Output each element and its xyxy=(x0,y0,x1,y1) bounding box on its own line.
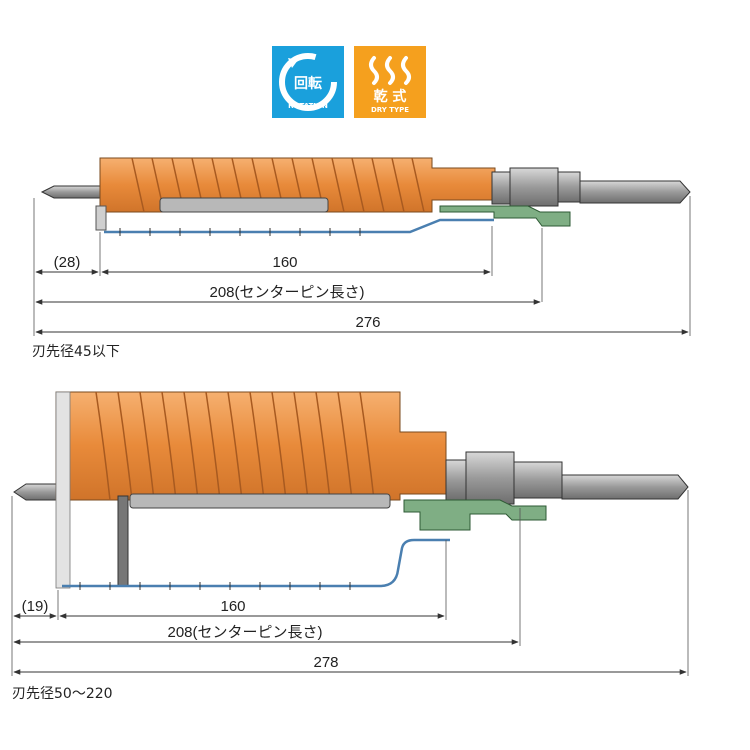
diagram-2-caption: 刃先径50～220 xyxy=(12,686,113,702)
extension-lines xyxy=(11,490,689,676)
cutter-tip xyxy=(95,205,107,231)
adapter xyxy=(445,451,563,505)
dim-center-pin-label: 208(センターピン長さ) xyxy=(167,624,322,641)
diagram-1-caption: 刃先径45以下 xyxy=(32,344,120,360)
dim-core-label: 160 xyxy=(220,598,245,615)
extension-lines xyxy=(33,196,691,336)
adapter xyxy=(491,167,581,207)
dry-label-en: DRY TYPE xyxy=(371,106,409,114)
center-pin xyxy=(13,483,63,501)
shank xyxy=(579,180,691,204)
dim-total-label: 276 xyxy=(355,314,380,331)
dim-tip-label: (19) xyxy=(22,598,49,615)
rotation-icon xyxy=(279,53,337,111)
drill-diagram-1: (28) 160 208(センターピン長さ) 276 刃先径45以下 xyxy=(32,157,691,360)
dry-type-badge: 乾 式 DRY TYPE xyxy=(354,46,426,118)
dust-guide xyxy=(439,205,571,227)
rotation-label-jp: 回転 xyxy=(294,75,322,92)
rotation-label-en: ROTATION xyxy=(288,102,328,110)
dim-center-pin-label: 208(センターピン長さ) xyxy=(209,284,364,301)
heat-wave-icon xyxy=(369,56,411,85)
guide-rail xyxy=(104,218,494,234)
shank xyxy=(561,474,689,500)
rotation-badge: 回転 ROTATION xyxy=(272,46,344,118)
inner-rod xyxy=(129,493,391,509)
drill-diagram-2: (19) 160 208(センターピン長さ) 278 刃先径50～220 xyxy=(11,391,689,702)
dry-label-jp: 乾 式 xyxy=(374,88,407,105)
cutter-rim xyxy=(55,391,71,589)
inner-rod xyxy=(159,197,329,213)
support-bar xyxy=(117,495,129,587)
guide-rail xyxy=(62,538,450,588)
dim-total-label: 278 xyxy=(313,654,338,671)
core-bit-body xyxy=(55,391,447,589)
dust-guide xyxy=(403,499,547,531)
dim-tip-label: (28) xyxy=(54,254,81,271)
dim-core-label: 160 xyxy=(272,254,297,271)
